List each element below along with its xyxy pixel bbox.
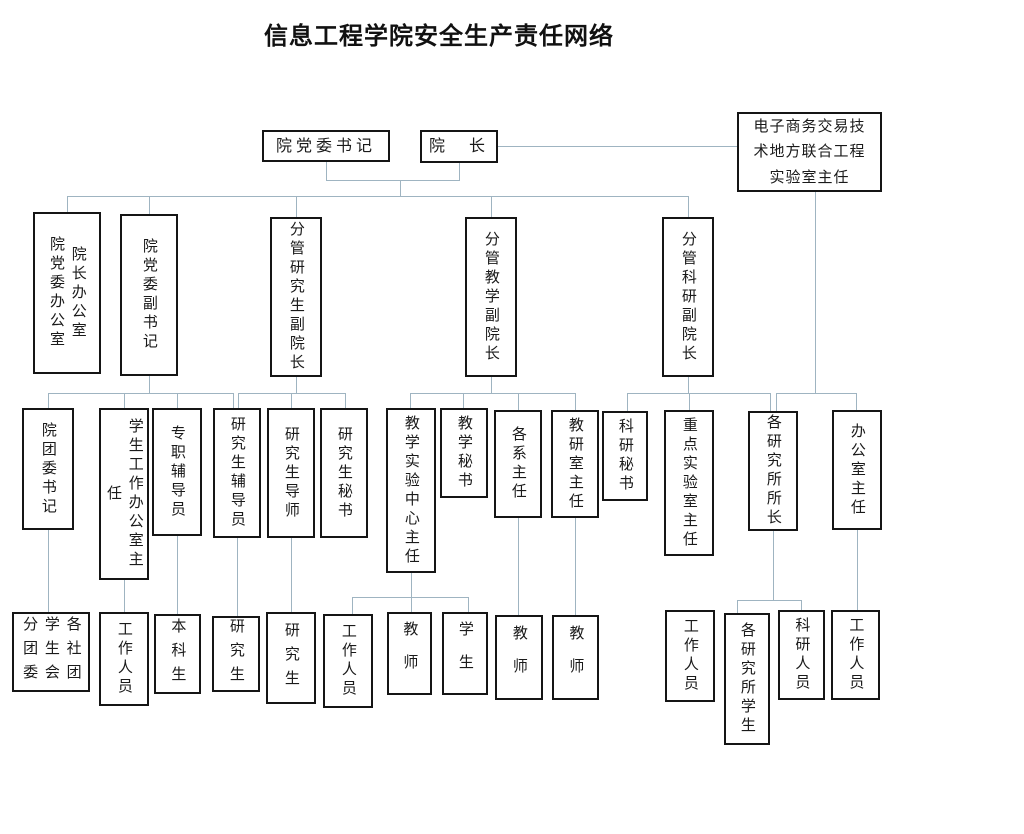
node-department-heads: 各系主任 bbox=[494, 410, 542, 518]
connector-line bbox=[233, 393, 234, 408]
connector-line bbox=[491, 377, 492, 393]
node-staff-student-affairs: 工作人员 bbox=[99, 612, 149, 706]
connector-line bbox=[491, 196, 492, 217]
connector-line bbox=[48, 393, 49, 408]
connector-line bbox=[237, 538, 238, 616]
node-graduate-supervisor: 研究生导师 bbox=[267, 408, 315, 538]
connector-line bbox=[291, 393, 292, 408]
node-youth-league-secretary: 院团委书记 bbox=[22, 408, 74, 530]
connector-line bbox=[177, 393, 178, 408]
connector-line bbox=[48, 530, 49, 612]
connector-line bbox=[575, 393, 576, 410]
connector-line bbox=[411, 573, 412, 597]
connector-line bbox=[410, 393, 575, 394]
connector-line bbox=[737, 600, 801, 601]
connector-line bbox=[459, 163, 460, 180]
chart-title: 信息工程学院安全生产责任网络 bbox=[264, 21, 614, 50]
node-graduate-secretary: 研究生秘书 bbox=[320, 408, 368, 538]
node-students-teaching-lab: 学生 bbox=[442, 612, 488, 695]
connector-line bbox=[468, 597, 469, 612]
connector-line bbox=[857, 530, 858, 610]
connector-line bbox=[177, 536, 178, 614]
node-graduates-1: 研究生 bbox=[212, 616, 260, 692]
connector-line bbox=[773, 531, 774, 600]
node-teaching-secretary: 教学秘书 bbox=[440, 408, 488, 498]
node-party-secretary: 院党委书记 bbox=[262, 130, 390, 162]
connector-line bbox=[776, 393, 777, 411]
node-staff-key-lab: 工作人员 bbox=[665, 610, 715, 702]
connector-line bbox=[149, 376, 150, 393]
connector-line bbox=[463, 393, 464, 408]
connector-line bbox=[627, 393, 628, 411]
node-ecommerce-lab-director: 电子商务交易技 术地方联合工程 实验室主任 bbox=[737, 112, 882, 192]
node-fulltime-counselor: 专职辅导员 bbox=[152, 408, 202, 536]
connector-line bbox=[689, 393, 690, 410]
node-student-orgs: 各社团 学生会 分团委 bbox=[12, 612, 90, 692]
connector-line bbox=[737, 600, 738, 613]
connector-line bbox=[238, 393, 239, 408]
connector-line bbox=[815, 192, 816, 393]
connector-line bbox=[770, 393, 771, 411]
connector-line bbox=[688, 196, 689, 217]
connector-line bbox=[575, 518, 576, 615]
connector-line bbox=[627, 393, 770, 394]
node-teaching-lab-center-director: 教学实验中心主任 bbox=[386, 408, 436, 573]
connector-line bbox=[410, 393, 411, 408]
node-vice-dean-graduate: 分管研究生副院长 bbox=[270, 217, 322, 377]
node-key-lab-director: 重点实验室主任 bbox=[664, 410, 714, 556]
connector-line bbox=[352, 597, 468, 598]
node-dean: 院 长 bbox=[420, 130, 498, 163]
connector-line bbox=[149, 196, 150, 214]
node-institute-students: 各研究所学生 bbox=[724, 613, 770, 745]
connector-line bbox=[124, 580, 125, 612]
connector-line bbox=[400, 180, 401, 196]
node-vice-dean-teaching: 分管教学副院长 bbox=[465, 217, 517, 377]
node-offices: 院长办公室 院党委办公室 bbox=[33, 212, 101, 374]
connector-line bbox=[67, 196, 68, 212]
connector-line bbox=[801, 600, 802, 610]
node-graduates-2: 研究生 bbox=[266, 612, 316, 704]
node-institute-directors: 各研究所所长 bbox=[748, 411, 798, 531]
node-office-director: 办公室主任 bbox=[832, 410, 882, 530]
connector-line bbox=[518, 393, 519, 410]
connector-line bbox=[411, 597, 412, 612]
connector-line bbox=[345, 393, 346, 408]
connector-line bbox=[48, 393, 233, 394]
connector-line bbox=[498, 146, 737, 147]
connector-line bbox=[291, 538, 292, 612]
node-teachers-departments: 教师 bbox=[495, 615, 543, 700]
node-teachers-tro: 教师 bbox=[552, 615, 599, 700]
node-vice-dean-research: 分管科研副院长 bbox=[662, 217, 714, 377]
connector-line bbox=[326, 180, 460, 181]
node-staff-office: 工作人员 bbox=[831, 610, 880, 700]
node-graduate-counselor: 研究生辅导员 bbox=[213, 408, 261, 538]
connector-line bbox=[688, 377, 689, 393]
node-deputy-party-secretary: 院党委副书记 bbox=[120, 214, 178, 376]
node-research-staff: 科研人员 bbox=[778, 610, 825, 700]
connector-line bbox=[296, 377, 297, 393]
connector-line bbox=[352, 597, 353, 614]
node-staff-teaching-lab: 工作人员 bbox=[323, 614, 373, 708]
connector-line bbox=[326, 162, 327, 180]
node-research-secretary: 科研秘书 bbox=[602, 411, 648, 501]
connector-line bbox=[776, 393, 857, 394]
connector-line bbox=[296, 196, 297, 217]
connector-line bbox=[124, 393, 125, 408]
connector-line bbox=[518, 518, 519, 615]
connector-line bbox=[856, 393, 857, 410]
node-student-affairs-office-director: 学生工作办公室主任 bbox=[99, 408, 149, 580]
node-undergraduates: 本科生 bbox=[154, 614, 201, 694]
node-teachers-teaching-lab: 教师 bbox=[387, 612, 432, 695]
connector-line bbox=[67, 196, 689, 197]
node-teaching-research-office-director: 教研室主任 bbox=[551, 410, 599, 518]
